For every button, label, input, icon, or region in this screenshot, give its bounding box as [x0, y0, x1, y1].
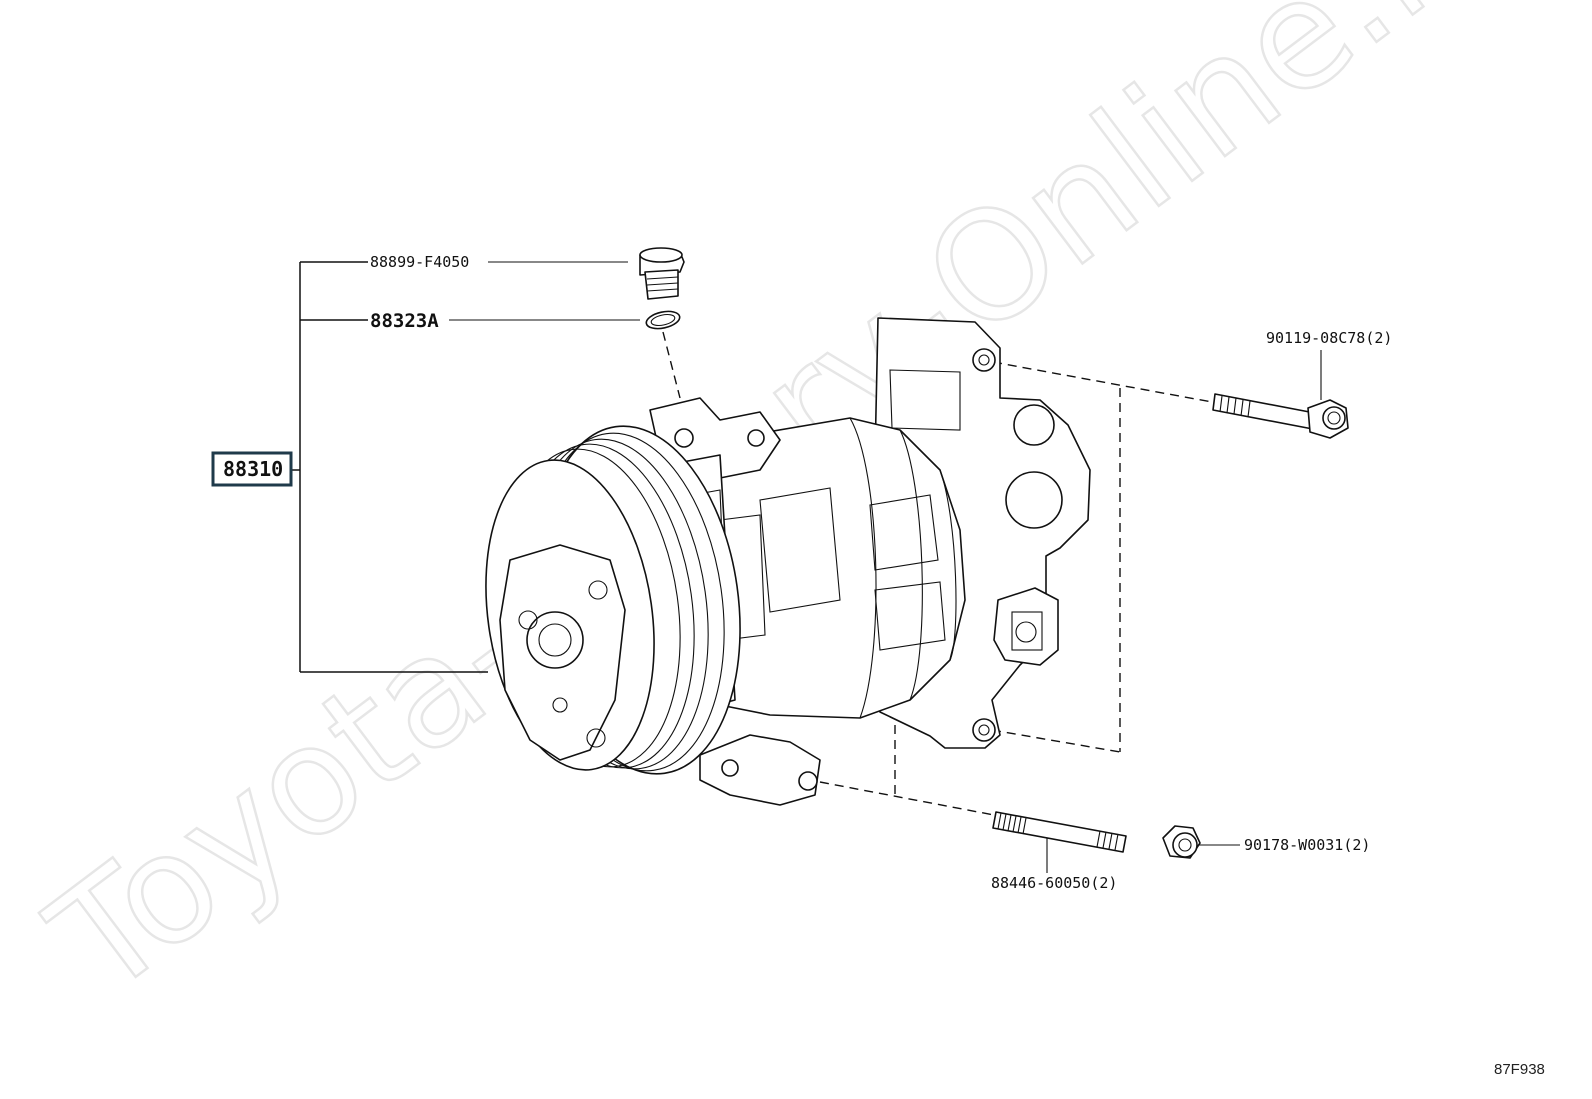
diagram-id: 87F938	[1494, 1061, 1545, 1078]
pulley-clutch[interactable]	[467, 413, 761, 787]
label-plug[interactable]: 88899-F4050	[370, 253, 469, 271]
label-stud[interactable]: 88446-60050(2)	[991, 874, 1117, 892]
label-oring[interactable]: 88323A	[370, 310, 439, 332]
main-part-label: 88310	[223, 457, 283, 481]
stud-part[interactable]	[992, 811, 1127, 853]
label-bolt[interactable]: 90119-08C78(2)	[1266, 329, 1392, 347]
assembly-bracket	[292, 261, 488, 673]
main-part-box[interactable]: 88310	[211, 451, 293, 487]
oring-part[interactable]	[645, 309, 682, 332]
bolt-part[interactable]	[1212, 393, 1349, 439]
nut-part[interactable]	[1162, 825, 1201, 859]
label-nut[interactable]: 90178-W0031(2)	[1244, 836, 1370, 854]
plug-part[interactable]	[639, 247, 685, 300]
